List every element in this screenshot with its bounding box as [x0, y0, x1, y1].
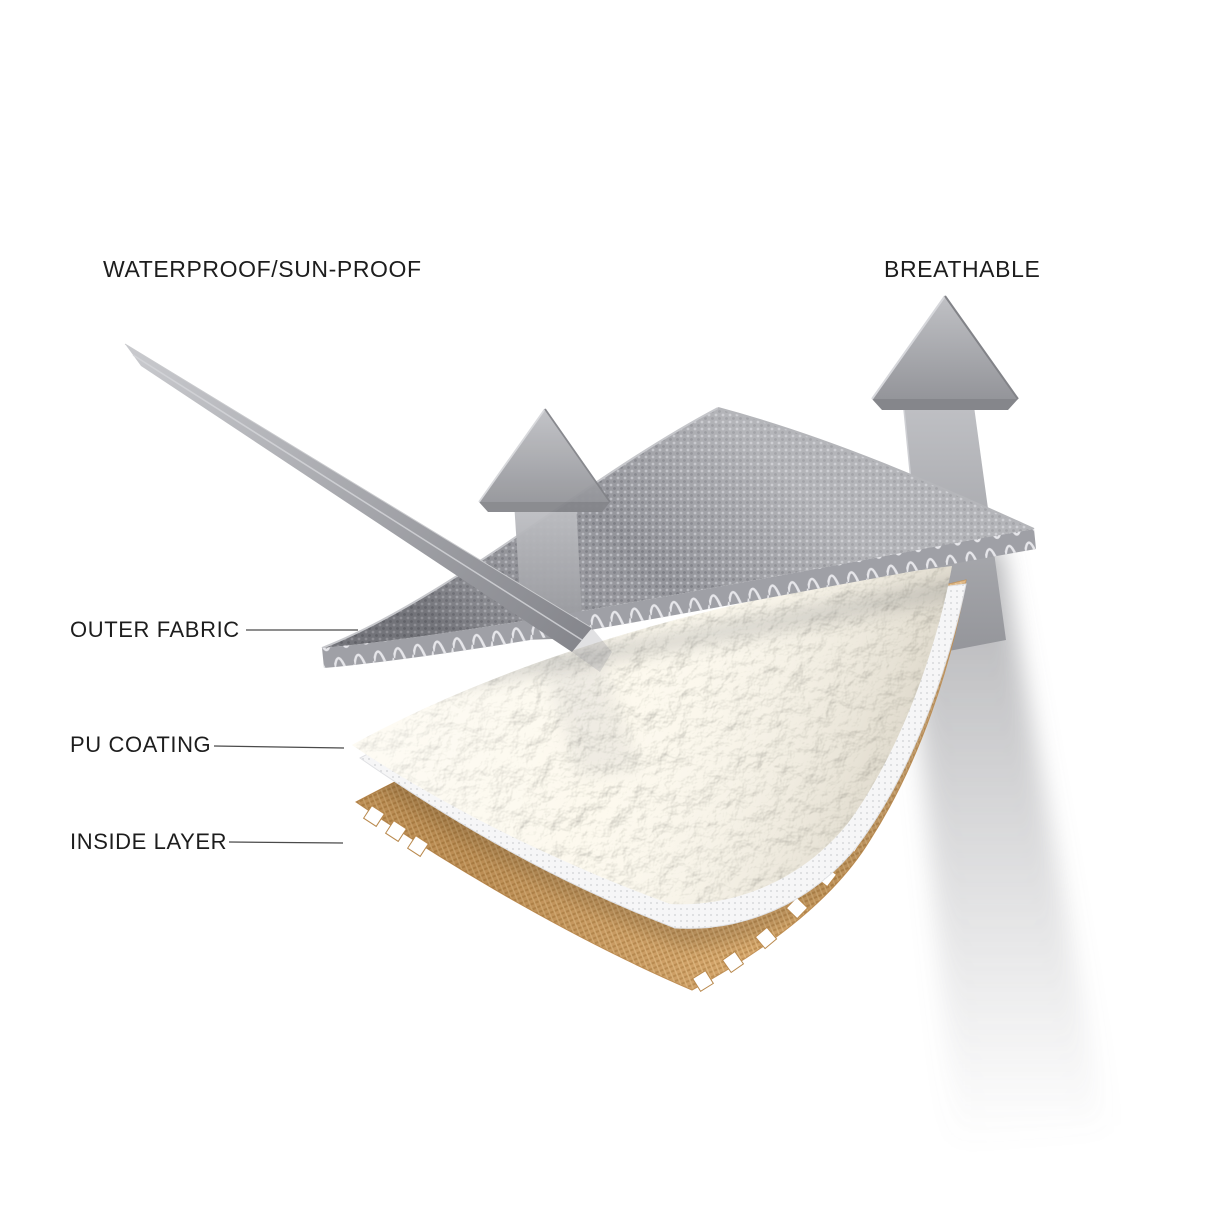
waterproof-label: WATERPROOF/SUN-PROOF	[103, 256, 422, 282]
vapor-arrow-highlight	[478, 408, 546, 503]
outer-fabric-label: OUTER FABRIC	[70, 617, 240, 642]
breathable-arrow-shadow	[905, 545, 1105, 1140]
breathable-arrow-head	[872, 296, 1018, 399]
vapor-arrow-shade	[544, 408, 611, 503]
pu-coating-shading	[352, 566, 952, 905]
pu-coating-label: PU COATING	[70, 732, 211, 757]
pu-coating-leader-line	[213, 745, 345, 749]
vapor-arrow-head	[479, 409, 610, 502]
beam-fade-tip	[572, 628, 612, 672]
breathable-label: BREATHABLE	[884, 256, 1040, 282]
outer-fabric-weave-edge	[322, 529, 1036, 668]
inside-layer-label: INSIDE LAYER	[70, 829, 227, 854]
arrow-head-highlight	[871, 295, 946, 400]
outer-fabric-back-edge	[717, 407, 1035, 530]
weave-edge-loops	[322, 529, 1036, 668]
vapor-arrow-head-underside	[479, 502, 610, 512]
beam-top-highlight	[124, 343, 593, 629]
arrow-head-shade	[944, 295, 1019, 400]
beam-crease	[132, 354, 583, 641]
inside-layer-leader-line	[228, 841, 344, 844]
breathable-arrow-head-underside	[872, 399, 1018, 410]
waterproof-beam-arrow	[124, 343, 612, 672]
